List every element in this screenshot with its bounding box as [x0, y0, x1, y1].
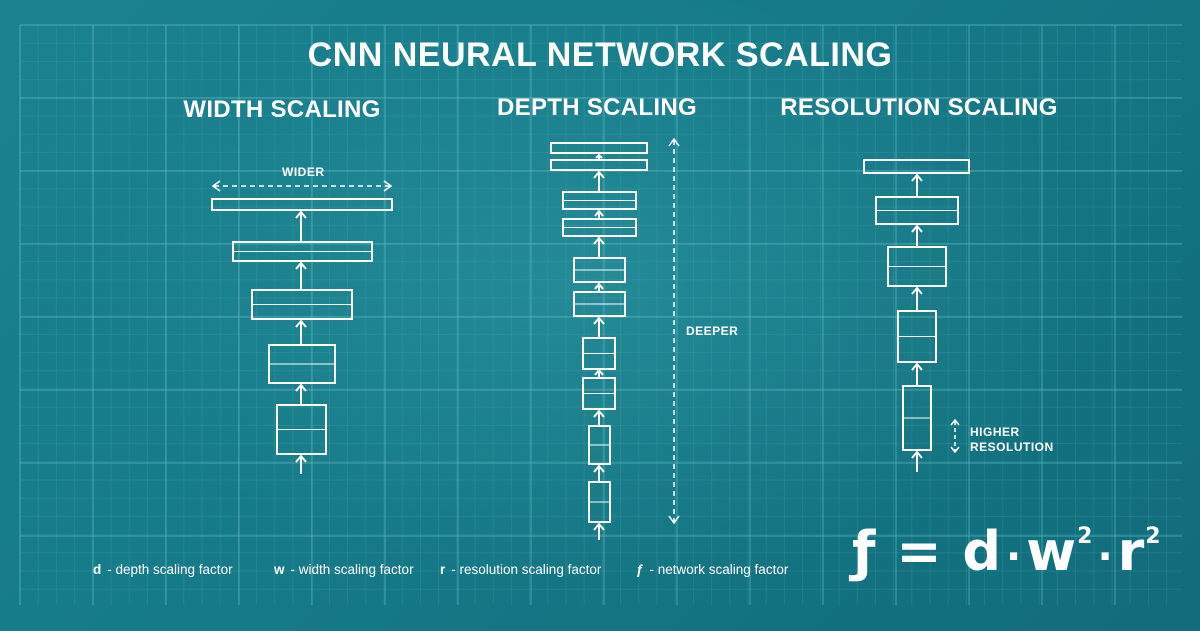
legend-item-network: ƒ- network scaling factor: [636, 562, 789, 577]
resolution-network: [863, 159, 970, 472]
higher-label: HIGHER: [970, 425, 1020, 439]
depth-layer-2: [550, 159, 648, 171]
depth-scaling-title: DEPTH SCALING: [497, 94, 697, 121]
depth-layer-1: [550, 142, 648, 154]
wider-label: WIDER: [282, 165, 325, 179]
deeper-label: DEEPER: [686, 324, 739, 338]
width-scaling-title: WIDTH SCALING: [183, 96, 381, 123]
page-title: CNN NEURAL NETWORK SCALING: [307, 36, 893, 74]
legend-item-resolution: r- resolution scaling factor: [440, 562, 602, 577]
depth-network: [550, 137, 680, 540]
width-layer-1: [211, 198, 393, 211]
resolution-label: RESOLUTION: [970, 440, 1054, 454]
resolution-scaling-title: RESOLUTION SCALING: [780, 94, 1058, 121]
legend-item-depth: d- depth scaling factor: [93, 562, 233, 577]
resolution-layer-1: [863, 159, 970, 174]
scaling-formula: ƒ = d·w2·r2: [852, 520, 1162, 583]
width-network: [211, 180, 393, 474]
legend-item-width: w- width scaling factor: [274, 562, 414, 577]
